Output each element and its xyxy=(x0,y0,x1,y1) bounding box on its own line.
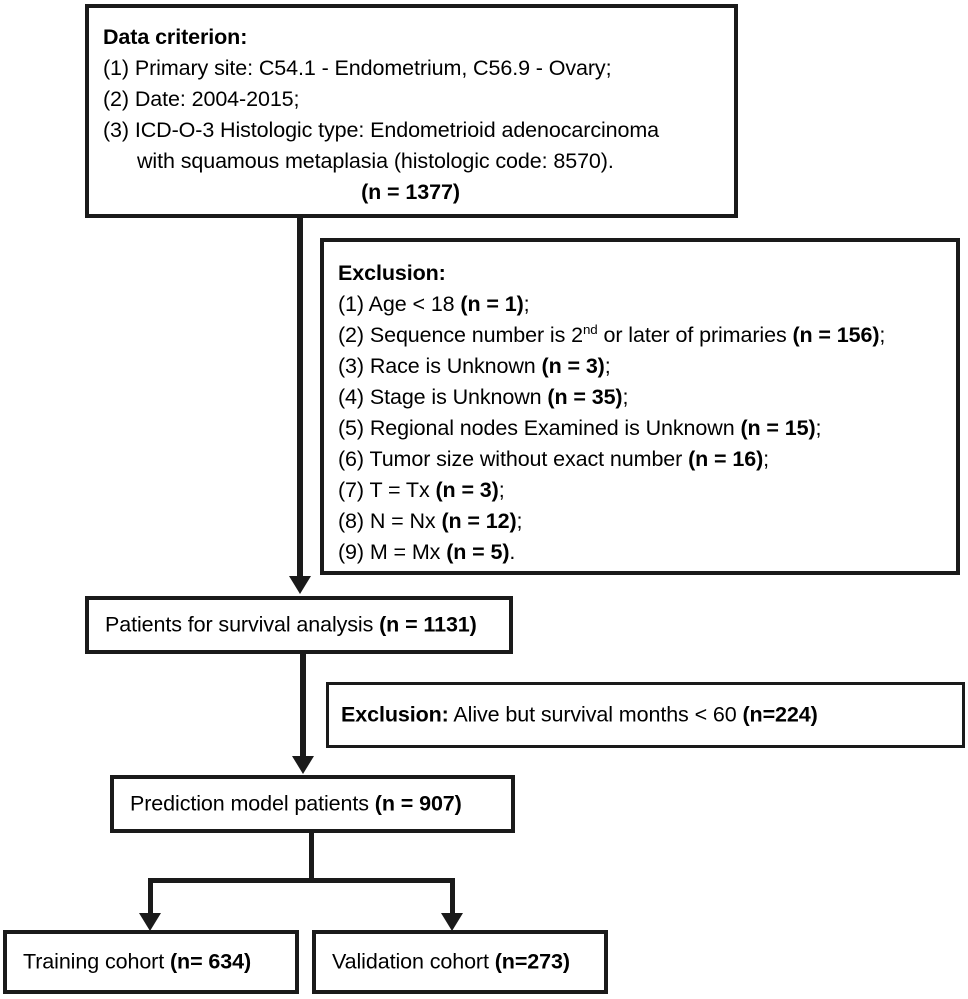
training-cohort-content: Training cohort (n= 634) xyxy=(23,947,287,978)
exclusion-two-text: Alive but survival months < 60 xyxy=(448,702,743,727)
arrow-to-training-cohort xyxy=(139,913,161,931)
exclusion-two-heading: Exclusion: xyxy=(341,702,449,727)
connector-branch-bar xyxy=(148,878,455,883)
exclusion-one-item-2-tail: ; xyxy=(879,323,886,347)
exclusion-one-content: Exclusion: (1) Age < 18 (n = 1); (2) Seq… xyxy=(324,242,956,568)
exclusion-one-item-3-text: (3) Race is Unknown xyxy=(338,354,542,378)
exclusion-one-item-7: (7) T = Tx (n = 3); xyxy=(338,475,956,506)
survival-analysis-content: Patients for survival analysis (n = 1131… xyxy=(105,610,501,641)
exclusion-one-item-6: (6) Tumor size without exact number (n =… xyxy=(338,444,956,475)
training-cohort-count: (n= 634) xyxy=(169,949,252,974)
exclusion-one-item-2: (2) Sequence number is 2nd or later of p… xyxy=(338,320,956,351)
exclusion-one-item-4-tail: ; xyxy=(622,385,629,409)
data-criterion-heading: Data criterion: xyxy=(103,25,248,49)
validation-cohort-content: Validation cohort (n=273) xyxy=(332,947,596,978)
prediction-model-label: Prediction model patients xyxy=(130,791,375,816)
arrow-survival-to-prediction xyxy=(292,756,314,774)
data-criterion-item-3-line-1: (3) ICD-O-3 Histologic type: Endometrioi… xyxy=(103,118,660,142)
survival-analysis-count: (n = 1131) xyxy=(379,612,477,637)
exclusion-one-item-3-tail: ; xyxy=(604,354,611,378)
exclusion-one-item-6-tail: ; xyxy=(763,447,770,471)
training-cohort-box: Training cohort (n= 634) xyxy=(3,930,299,994)
exclusion-one-item-1-text: (1) Age < 18 xyxy=(338,292,461,316)
data-criterion-item-1: (1) Primary site: C54.1 - Endometrium, C… xyxy=(103,56,612,80)
prediction-model-content: Prediction model patients (n = 907) xyxy=(130,789,503,820)
exclusion-one-item-9-tail: . xyxy=(509,540,516,564)
exclusion-one-item-2-prefix: (2) Sequence number is 2 xyxy=(338,323,583,347)
exclusion-one-item-7-count: (n = 3) xyxy=(435,478,499,502)
exclusion-one-heading: Exclusion: xyxy=(338,261,446,285)
exclusion-one-item-3: (3) Race is Unknown (n = 3); xyxy=(338,351,956,382)
exclusion-two-box: Exclusion: Alive but survival months < 6… xyxy=(326,682,965,748)
training-cohort-label: Training cohort xyxy=(23,949,170,974)
data-criterion-item-3: (3) ICD-O-3 Histologic type: Endometrioi… xyxy=(103,115,734,177)
survival-analysis-label: Patients for survival analysis xyxy=(105,612,380,637)
exclusion-one-box: Exclusion: (1) Age < 18 (n = 1); (2) Seq… xyxy=(320,238,960,575)
exclusion-one-item-9-count: (n = 5) xyxy=(446,540,510,564)
data-criterion-content: Data criterion: (1) Primary site: C54.1 … xyxy=(89,8,734,208)
survival-analysis-box: Patients for survival analysis (n = 1131… xyxy=(85,596,513,654)
exclusion-one-item-5-tail: ; xyxy=(815,416,822,440)
connector-criterion-to-survival xyxy=(297,218,303,578)
exclusion-one-item-8: (8) N = Nx (n = 12); xyxy=(338,506,956,537)
exclusion-one-item-4: (4) Stage is Unknown (n = 35); xyxy=(338,382,956,413)
data-criterion-item-2: (2) Date: 2004-2015; xyxy=(103,87,300,111)
prediction-model-count: (n = 907) xyxy=(374,791,462,816)
arrow-criterion-to-survival xyxy=(289,576,311,594)
exclusion-one-item-9: (9) M = Mx (n = 5). xyxy=(338,537,956,568)
exclusion-one-item-9-text: (9) M = Mx xyxy=(338,540,447,564)
exclusion-one-item-7-text: (7) T = Tx xyxy=(338,478,436,502)
validation-cohort-count: (n=273) xyxy=(494,949,570,974)
connector-survival-to-prediction xyxy=(300,654,306,758)
exclusion-one-item-6-count: (n = 16) xyxy=(688,447,764,471)
connector-branch-left xyxy=(148,878,153,915)
data-criterion-total: (n = 1377) xyxy=(361,180,460,204)
exclusion-one-item-7-tail: ; xyxy=(498,478,505,502)
validation-cohort-label: Validation cohort xyxy=(332,949,495,974)
exclusion-one-item-4-text: (4) Stage is Unknown xyxy=(338,385,548,409)
connector-branch-right xyxy=(450,878,455,915)
exclusion-one-item-8-text: (8) N = Nx xyxy=(338,509,442,533)
validation-cohort-box: Validation cohort (n=273) xyxy=(312,930,608,994)
exclusion-two-content: Exclusion: Alive but survival months < 6… xyxy=(341,700,954,731)
exclusion-one-item-1: (1) Age < 18 (n = 1); xyxy=(338,289,956,320)
exclusion-one-item-5-count: (n = 15) xyxy=(740,416,816,440)
data-criterion-box: Data criterion: (1) Primary site: C54.1 … xyxy=(85,4,738,218)
arrow-to-validation-cohort xyxy=(441,913,463,931)
prediction-model-box: Prediction model patients (n = 907) xyxy=(110,775,515,833)
data-criterion-item-3-line-2: with squamous metaplasia (histologic cod… xyxy=(137,149,614,173)
exclusion-two-count: (n=224) xyxy=(742,702,818,727)
exclusion-one-item-2-superscript: nd xyxy=(583,321,598,337)
exclusion-one-item-5-text: (5) Regional nodes Examined is Unknown xyxy=(338,416,741,440)
exclusion-one-item-4-count: (n = 35) xyxy=(547,385,623,409)
exclusion-one-item-2-mid: or later of primaries xyxy=(597,323,793,347)
exclusion-one-item-1-tail: ; xyxy=(523,292,530,316)
exclusion-one-item-2-count: (n = 156) xyxy=(792,323,880,347)
exclusion-one-item-8-tail: ; xyxy=(516,509,523,533)
exclusion-one-item-5: (5) Regional nodes Examined is Unknown (… xyxy=(338,413,956,444)
exclusion-one-item-3-count: (n = 3) xyxy=(541,354,605,378)
exclusion-one-item-8-count: (n = 12) xyxy=(441,509,517,533)
exclusion-one-item-6-text: (6) Tumor size without exact number xyxy=(338,447,689,471)
exclusion-one-item-1-count: (n = 1) xyxy=(460,292,524,316)
connector-prediction-stem xyxy=(309,833,314,881)
